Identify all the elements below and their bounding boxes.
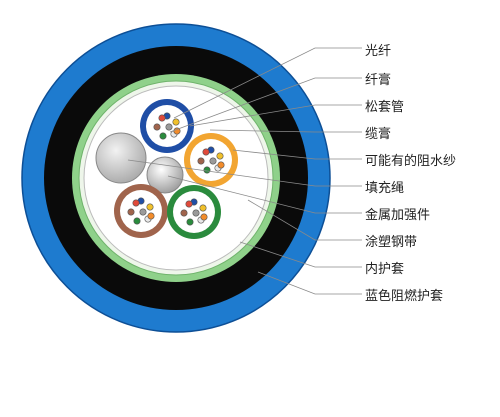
optical-fiber — [147, 212, 155, 220]
leader-line — [167, 175, 362, 214]
optical-fiber — [153, 123, 161, 131]
optical-fiber — [185, 200, 193, 208]
leader-line — [209, 129, 362, 133]
label-inner-sheath: 内护套 — [365, 262, 405, 277]
optical-fiber — [197, 157, 205, 165]
label-fiber: 光纤 — [365, 44, 392, 59]
label-coated-steel-tape: 涂塑钢带 — [365, 235, 418, 250]
label-blue-flame-retardant-sheath: 蓝色阻燃护套 — [365, 289, 444, 304]
optical-fiber — [192, 209, 200, 217]
leader-line — [247, 199, 362, 241]
leader-line — [232, 149, 362, 160]
label-cable-gel: 缆膏 — [365, 127, 392, 142]
optical-fiber — [172, 118, 180, 126]
optical-fiber — [165, 123, 173, 131]
label-filler-rope: 填充绳 — [365, 181, 405, 196]
optical-fiber — [146, 203, 154, 211]
filler-rope — [95, 132, 147, 184]
leader-line — [169, 77, 362, 133]
optical-fiber — [180, 209, 188, 217]
optical-fiber — [200, 213, 208, 221]
optical-fiber — [217, 161, 225, 169]
label-water-blocking-yarn: 可能有的阻水纱 — [365, 154, 457, 169]
optical-fiber — [216, 152, 224, 160]
label-fiber-gel: 纤膏 — [365, 73, 392, 88]
optical-fiber — [127, 208, 135, 216]
optical-fiber — [139, 208, 147, 216]
optical-fiber — [158, 114, 166, 122]
leader-line — [173, 47, 362, 119]
leader-line — [189, 104, 362, 127]
optical-fiber — [199, 204, 207, 212]
leader-line — [257, 271, 362, 295]
optical-fiber — [132, 199, 140, 207]
leader-line — [239, 241, 362, 268]
optical-fiber — [133, 217, 141, 225]
leader-line — [127, 159, 362, 187]
optical-fiber — [159, 132, 167, 140]
optical-fiber — [202, 148, 210, 156]
optical-fiber — [203, 166, 211, 174]
optical-fiber — [209, 157, 217, 165]
label-loose-tube: 松套管 — [365, 100, 405, 115]
label-metal-strength-member: 金属加强件 — [365, 208, 431, 223]
optical-fiber — [186, 218, 194, 226]
